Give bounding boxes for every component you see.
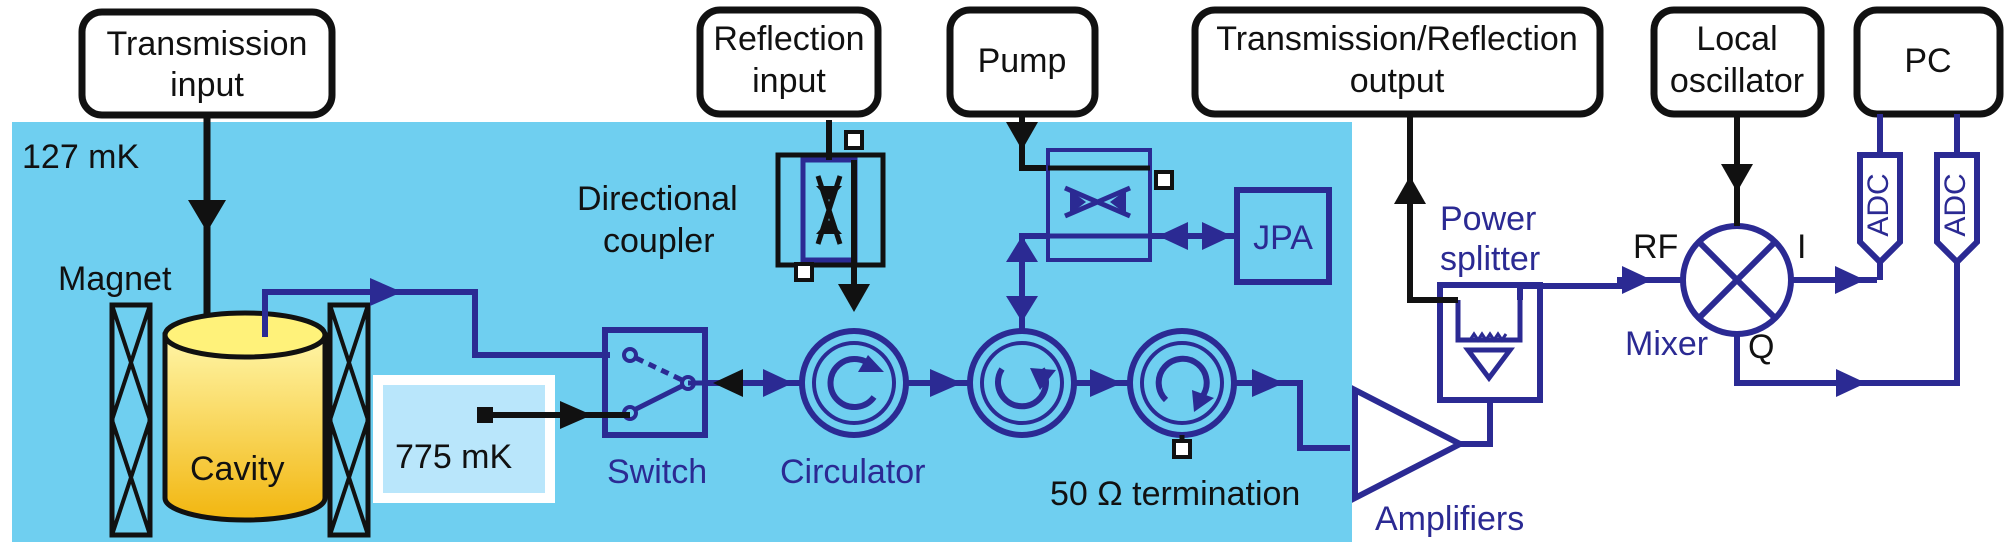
reflection-input-label-line1: Reflection: [713, 20, 864, 58]
up-arrow-icon: [1006, 236, 1038, 262]
circulator-link-1: [906, 369, 968, 397]
reflection-input-box: Reflection input: [696, 6, 882, 118]
cavity-cylinder: [162, 310, 328, 523]
termination-label: 50 Ω termination: [1050, 475, 1300, 513]
power-splitter: [1437, 282, 1543, 403]
q-label: Q: [1748, 328, 1774, 366]
magnet-coil-left: [109, 302, 153, 538]
switch-stage-line: [477, 401, 630, 429]
cavity-output-line: [262, 278, 610, 358]
directional-coupler-label-line2: coupler: [603, 222, 715, 260]
jpa-label: JPA: [1253, 219, 1313, 257]
transmission-input-label-line1: Transmission: [107, 25, 308, 63]
cavity-label: Cavity: [190, 450, 284, 488]
switch-stage-temperature: 775 mK: [395, 438, 512, 476]
pump-box: Pump: [946, 6, 1099, 118]
power-splitter-label-line1: Power: [1440, 200, 1536, 238]
adc-1-label: ADC: [1862, 173, 1895, 236]
transmission-input-box: Transmission input: [78, 8, 336, 119]
splitter-mixer-line: [1517, 266, 1684, 300]
right-arrow-icon: [1252, 369, 1284, 397]
pc-box: PC: [1853, 6, 2004, 118]
switch-label: Switch: [607, 453, 707, 491]
jpa-link: [1150, 222, 1235, 250]
pump-line: [1006, 114, 1048, 171]
splitter-output-line: [1394, 114, 1458, 303]
right-arrow-icon: [1836, 369, 1866, 397]
lo-line: [1721, 114, 1753, 226]
transmission-input-line: [188, 115, 226, 330]
right-arrow-icon: [763, 369, 793, 397]
right-arrow-icon: [1622, 266, 1652, 294]
left-arrow-icon: [1158, 222, 1188, 250]
tr-output-label-line2: output: [1350, 62, 1445, 100]
q-output-line: [1734, 258, 1960, 397]
right-arrow-icon: [370, 278, 402, 306]
directional-coupler-label-line1: Directional: [577, 180, 738, 218]
magnet-coil-right: [327, 302, 371, 538]
right-arrow-icon: [1090, 369, 1122, 397]
pump-coupler: [1046, 148, 1174, 262]
magnet-label: Magnet: [58, 260, 172, 298]
down-arrow-icon: [1006, 122, 1038, 150]
transmission-input-label-line2: input: [170, 66, 244, 104]
switch-circulator-line: [705, 369, 800, 397]
local-oscillator-label-line2: oscillator: [1670, 62, 1804, 100]
circulator-amplifier-line: [1234, 369, 1350, 451]
directional-coupler: [775, 120, 886, 288]
circulator-link-2: [1074, 369, 1130, 397]
i-label: I: [1797, 228, 1806, 266]
rf-label: RF: [1633, 228, 1678, 266]
right-arrow-icon: [560, 401, 592, 429]
down-arrow-icon: [188, 200, 226, 232]
adc-2: ADC: [1934, 114, 1980, 267]
power-splitter-label-line2: splitter: [1440, 240, 1540, 278]
tr-output-label-line1: Transmission/Reflection: [1216, 20, 1578, 58]
left-arrow-icon: [713, 369, 743, 397]
pump-to-circulator-line: [1006, 233, 1048, 331]
pump-label: Pump: [978, 42, 1067, 80]
adc-2-label: ADC: [1939, 173, 1972, 236]
fridge-temperature: 127 mK: [22, 138, 139, 176]
down-arrow-icon: [1006, 296, 1038, 322]
pc-label: PC: [1904, 42, 1951, 80]
right-arrow-icon: [1835, 266, 1865, 294]
mixer: [1680, 223, 1794, 337]
switch-stage-region: [373, 375, 555, 503]
circulator-label: Circulator: [780, 453, 925, 491]
right-arrow-icon: [1202, 222, 1232, 250]
i-output-line: [1791, 266, 1877, 294]
mixer-label: Mixer: [1625, 325, 1708, 363]
jpa-box: JPA: [1234, 187, 1332, 285]
amplifiers-label: Amplifiers: [1375, 500, 1524, 538]
local-oscillator-box: Local oscillator: [1650, 6, 1825, 118]
reflection-input-label-line2: input: [752, 62, 826, 100]
transmission-reflection-output-box: Transmission/Reflection output: [1191, 6, 1604, 118]
down-arrow-icon: [1721, 164, 1753, 192]
right-arrow-icon: [930, 369, 962, 397]
down-arrow-icon: [838, 284, 870, 312]
amplifier-triangle: [1352, 385, 1493, 503]
up-arrow-icon: [1394, 176, 1426, 204]
local-oscillator-label-line1: Local: [1696, 20, 1777, 58]
adc-1: ADC: [1857, 114, 1903, 280]
